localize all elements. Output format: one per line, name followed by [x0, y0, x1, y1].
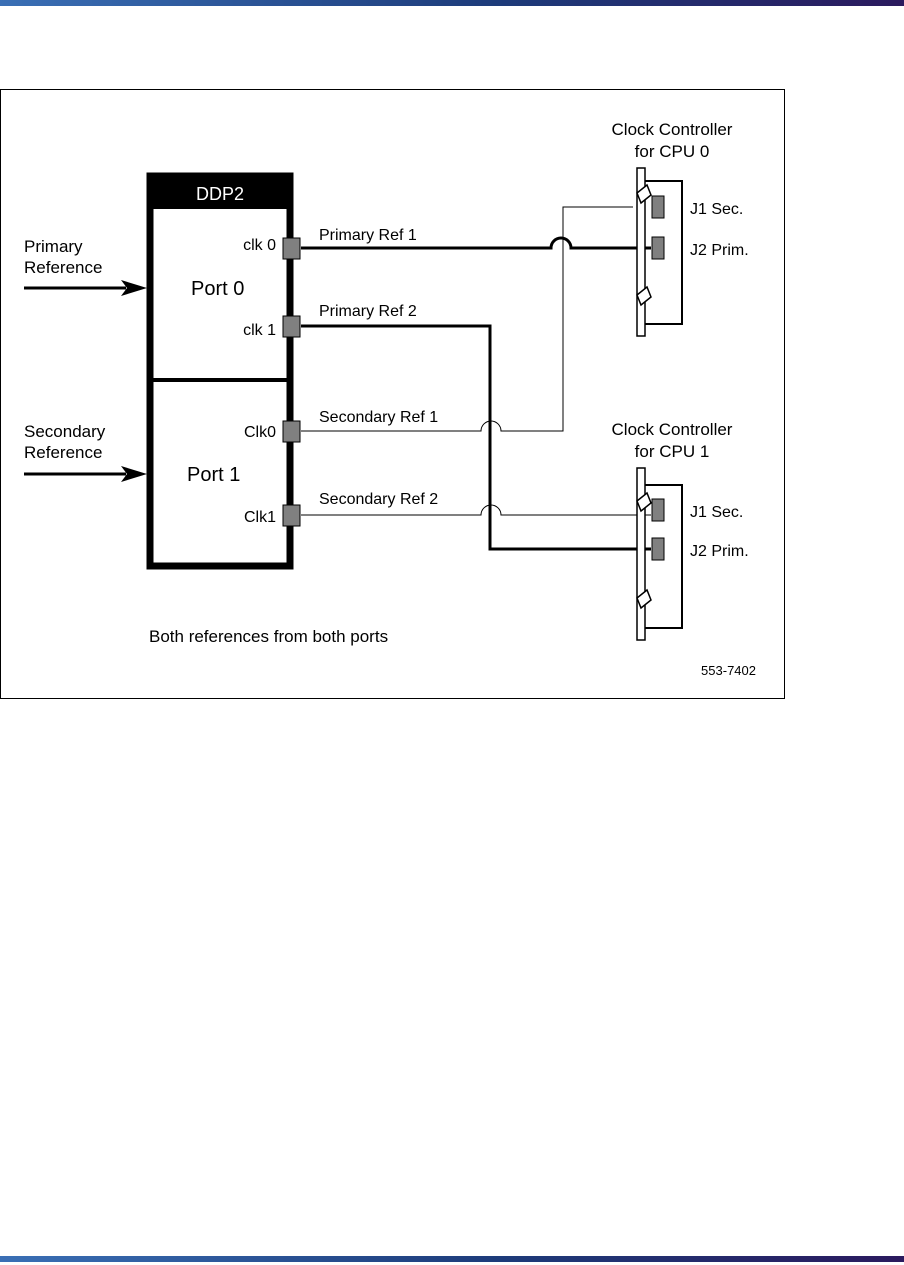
clk0-port0-connector	[282, 237, 301, 260]
primary-input-label-line1: Primary	[24, 237, 83, 256]
figure-frame: DDP2 Port 0 Port 1 clk 0 clk 1 Clk0 Clk1…	[0, 89, 785, 699]
clock-reference-diagram: DDP2 Port 0 Port 1 clk 0 clk 1 Clk0 Clk1…	[24, 120, 756, 678]
top-color-band	[0, 0, 904, 6]
secondary-input-label-line2: Reference	[24, 443, 102, 462]
clk1-port0-connector	[282, 315, 301, 338]
cc1-card-edge	[636, 467, 646, 641]
primary-ref-2-label: Primary Ref 2	[319, 303, 417, 320]
ddp2-title: DDP2	[196, 184, 244, 204]
primary-input-label-line2: Reference	[24, 258, 102, 277]
cc1-j1-label: J1 Sec.	[690, 504, 743, 521]
cc1-top-latch	[636, 491, 652, 513]
cc1-j2-label: J2 Prim.	[690, 543, 749, 560]
ddp2-title-bar	[147, 176, 293, 209]
input-arrows: Primary Reference Secondary Reference	[24, 237, 147, 482]
cc0-j1-label: J1 Sec.	[690, 201, 743, 218]
clk1-port1-label: Clk1	[244, 509, 276, 526]
figure-id: 553-7402	[701, 663, 756, 678]
cc1-j2-connector	[651, 537, 665, 561]
secondary-ref-1-label: Secondary Ref 1	[319, 409, 438, 426]
cc0-j2-connector	[651, 236, 665, 260]
secondary-input-arrow-head	[121, 466, 147, 482]
ddp2-module: DDP2 Port 0 Port 1 clk 0 clk 1 Clk0 Clk1	[146, 172, 294, 570]
port0-label: Port 0	[191, 278, 244, 300]
secondary-ref-2-label: Secondary Ref 2	[319, 491, 438, 508]
cc1-j1-connector	[651, 498, 665, 522]
bottom-color-band	[0, 1256, 904, 1262]
ddp2-connectors	[282, 237, 301, 527]
cc0-card-edge	[636, 167, 646, 337]
port1-label: Port 1	[187, 464, 240, 486]
clk0-port0-label: clk 0	[243, 237, 276, 254]
primary-input-arrow-head	[121, 280, 147, 296]
clk1-port1-connector	[282, 504, 301, 527]
cc1-title-line1: Clock Controller	[612, 420, 733, 439]
cc0-j1-connector	[651, 195, 665, 219]
cc0-title-line1: Clock Controller	[612, 120, 733, 139]
cc1-title-line2: for CPU 1	[635, 442, 710, 461]
clock-controller-cpu1: Clock Controller for CPU 1 J1 Sec. J2 Pr…	[612, 420, 749, 641]
secondary-ref-2-wire	[301, 504, 651, 516]
cc1-bottom-latch	[636, 588, 652, 610]
clk0-port1-label: Clk0	[244, 424, 276, 441]
secondary-input-label-line1: Secondary	[24, 422, 106, 441]
cc0-j2-label: J2 Prim.	[690, 242, 749, 259]
diagram-caption: Both references from both ports	[149, 627, 388, 646]
clk0-port1-connector	[282, 420, 301, 443]
clk1-port0-label: clk 1	[243, 322, 276, 339]
wire-labels: Primary Ref 1 Primary Ref 2 Secondary Re…	[319, 227, 438, 508]
cc0-title-line2: for CPU 0	[635, 142, 710, 161]
cc0-top-latch	[636, 183, 652, 205]
wiring	[301, 206, 651, 551]
secondary-ref-1-wire	[301, 206, 633, 432]
primary-ref-2-wire	[301, 324, 651, 551]
primary-ref-1-wire	[301, 236, 651, 250]
cc0-bottom-latch	[636, 285, 652, 307]
ddp2-outline	[146, 172, 294, 570]
primary-ref-1-label: Primary Ref 1	[319, 227, 417, 244]
clock-controller-cpu0: Clock Controller for CPU 0 J1 Sec. J2 Pr…	[612, 120, 749, 337]
